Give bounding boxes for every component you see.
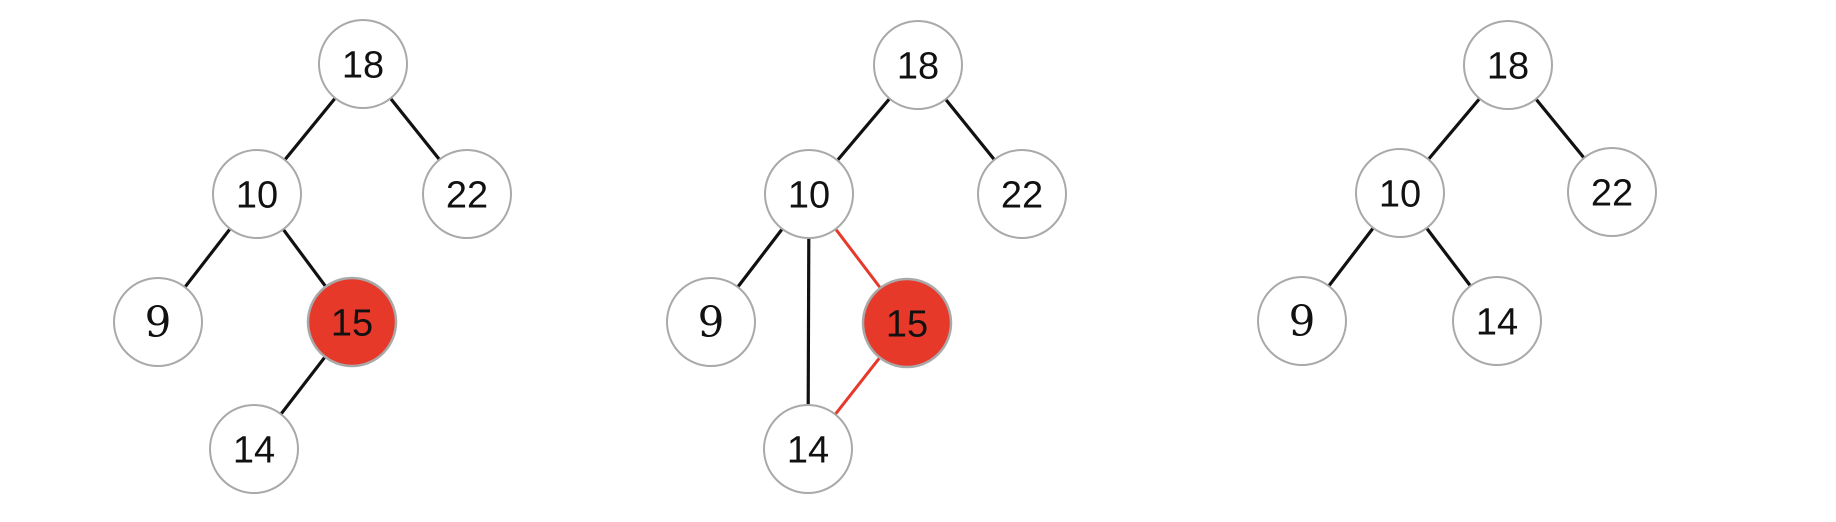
tree-node-label-18: 18	[897, 45, 939, 87]
tree-edge-18-22	[944, 98, 996, 161]
tree-edge-18-10	[1427, 97, 1481, 161]
tree-edge-18-10	[836, 97, 891, 162]
tree-node-9	[1257, 276, 1347, 366]
tree-edge-15-14	[834, 356, 881, 416]
tree-node-label-18: 18	[342, 44, 384, 86]
tree-step-1-original-tree: 18 10 22 9 15 14	[113, 19, 512, 494]
tree-edge-10-14	[1425, 227, 1472, 287]
tree-node-18	[1463, 20, 1553, 110]
tree-node-label-10: 10	[788, 174, 830, 216]
tree-node-label-15: 15	[331, 302, 373, 344]
tree-node-label-22: 22	[446, 174, 488, 216]
tree-edge-10-9	[1327, 226, 1375, 288]
tree-edge-10-9	[183, 227, 232, 289]
tree-edge-18-10	[283, 97, 337, 161]
tree-node-10	[212, 149, 302, 239]
tree-node-label-14: 14	[1476, 301, 1518, 343]
tree-edge-10-9	[736, 227, 784, 289]
tree-node-10	[1355, 148, 1445, 238]
tree-node-15-highlighted	[306, 276, 398, 368]
tree-node-22	[1567, 147, 1657, 237]
tree-step-2-relink-child: 18 10 22 9 15 14	[666, 20, 1067, 494]
tree-node-18	[318, 19, 408, 109]
tree-node-label-9: 9	[698, 298, 725, 347]
tree-node-22	[422, 149, 512, 239]
tree-node-15-highlighted	[861, 277, 953, 369]
tree-node-14	[1452, 276, 1542, 366]
tree-node-label-15: 15	[886, 303, 928, 345]
tree-node-9	[113, 277, 203, 367]
tree-edge-18-22	[389, 97, 441, 161]
tree-node-label-22: 22	[1001, 174, 1043, 216]
tree-node-label-10: 10	[1379, 173, 1421, 215]
tree-edge-10-15	[281, 228, 328, 288]
tree-node-22	[977, 149, 1067, 239]
tree-node-label-18: 18	[1487, 45, 1529, 87]
tree-edge-10-15	[834, 228, 882, 289]
tree-edge-15-14	[279, 355, 327, 416]
tree-node-14	[209, 404, 299, 494]
tree-node-14	[763, 404, 853, 494]
tree-edge-18-22	[1534, 97, 1586, 160]
tree-node-10	[764, 149, 854, 239]
tree-node-label-9: 9	[145, 298, 172, 347]
tree-node-label-9: 9	[1289, 297, 1316, 346]
tree-node-label-22: 22	[1591, 172, 1633, 214]
tree-node-label-14: 14	[233, 429, 275, 471]
tree-node-9	[666, 277, 756, 367]
tree-step-3-result-tree: 18 10 22 9 14	[1257, 20, 1657, 366]
tree-node-label-10: 10	[236, 174, 278, 216]
tree-edge-10-14	[806, 237, 811, 406]
tree-node-18	[873, 20, 963, 110]
tree-node-label-14: 14	[787, 429, 829, 471]
